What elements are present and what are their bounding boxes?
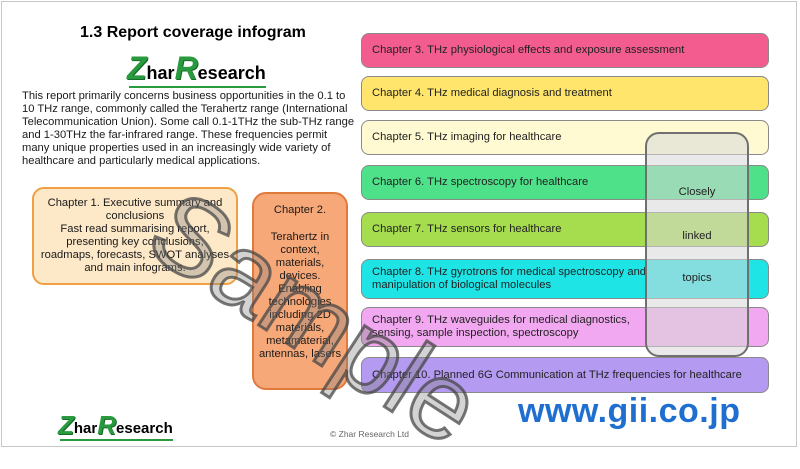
- chapter-3-bar: Chapter 3. THz physiological effects and…: [361, 33, 769, 68]
- chapter-5-bar: Chapter 5. THz imaging for healthcare: [361, 120, 769, 155]
- chapter-2-box: Chapter 2. Terahertz in context, materia…: [252, 192, 348, 390]
- chapter-1-body: Fast read summarising report, presenting…: [40, 223, 230, 274]
- slide-title: 1.3 Report coverage infogram: [80, 24, 306, 41]
- linked-word-closely: Closely: [678, 186, 716, 198]
- closely-linked-topics-box: Closely linked topics: [645, 132, 749, 357]
- linked-word-topics: topics: [682, 272, 712, 284]
- chapter-4-bar: Chapter 4. THz medical diagnosis and tre…: [361, 76, 769, 111]
- slide-frame: [1, 1, 797, 447]
- intro-paragraph: This report primarily concerns business …: [22, 90, 355, 167]
- chapter-1-title: Chapter 1. Executive summary and conclus…: [47, 197, 223, 222]
- linked-word-linked: linked: [682, 230, 712, 242]
- chapter-list: Chapter 3. THz physiological effects and…: [361, 0, 771, 450]
- chapter-10-bar: Chapter 10. Planned 6G Communication at …: [361, 357, 769, 393]
- copyright-text: © Zhar Research Ltd: [330, 429, 410, 439]
- gii-website-link[interactable]: www.gii.co.jp: [518, 392, 741, 430]
- chapter-2-title: Chapter 2.: [273, 204, 327, 216]
- chapter-2-body: Terahertz in context, materials, devices…: [258, 231, 342, 360]
- chapter-1-box: Chapter 1. Executive summary and conclus…: [32, 187, 238, 285]
